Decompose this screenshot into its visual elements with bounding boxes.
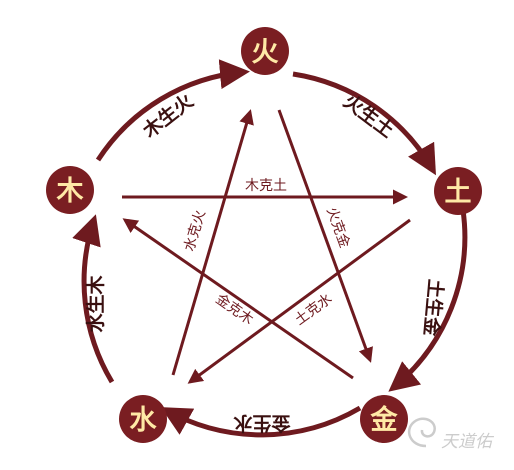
overcoming-labels: 木克土 火克金 土克水 金克木 水克火 xyxy=(181,178,352,329)
element-earth-label: 土 xyxy=(445,177,472,208)
label-water-fire: 水克火 xyxy=(181,208,209,253)
element-fire: 火 xyxy=(241,27,289,75)
arc-wood-fire xyxy=(95,59,250,162)
label-water-wood: 水生木 xyxy=(84,275,107,333)
arc-water-wood xyxy=(72,214,115,384)
element-fire-label: 火 xyxy=(252,37,279,68)
swirl-logo-icon xyxy=(407,417,436,448)
element-metal-label: 金 xyxy=(370,404,399,436)
overcoming-cycle xyxy=(122,109,411,384)
generating-cycle xyxy=(72,59,468,438)
label-wood-earth: 木克土 xyxy=(245,178,287,194)
line-fire-metal xyxy=(277,109,373,363)
element-earth: 土 xyxy=(434,167,482,215)
arc-metal-water xyxy=(160,405,362,438)
watermark-text: 天道佑 xyxy=(441,432,495,452)
line-water-fire xyxy=(171,109,254,376)
element-water: 水 xyxy=(119,395,167,443)
arc-fire-earth xyxy=(292,71,436,176)
line-metal-wood xyxy=(122,218,354,380)
generating-labels: 木生火 火生土 土生金 金生水 水生木 xyxy=(84,89,447,435)
element-metal: 金 xyxy=(360,395,408,443)
label-metal-water: 金生水 xyxy=(233,412,292,435)
arc-earth-metal xyxy=(388,209,468,392)
element-wood: 木 xyxy=(46,166,94,214)
label-earth-metal: 土生金 xyxy=(419,278,447,338)
line-earth-water xyxy=(187,218,411,384)
element-nodes: 火 土 金 水 木 xyxy=(46,27,482,443)
element-wood-label: 木 xyxy=(56,176,84,207)
element-water-label: 水 xyxy=(130,405,158,436)
label-earth-water: 土克水 xyxy=(292,291,335,329)
watermark: 天道佑 xyxy=(407,417,495,452)
